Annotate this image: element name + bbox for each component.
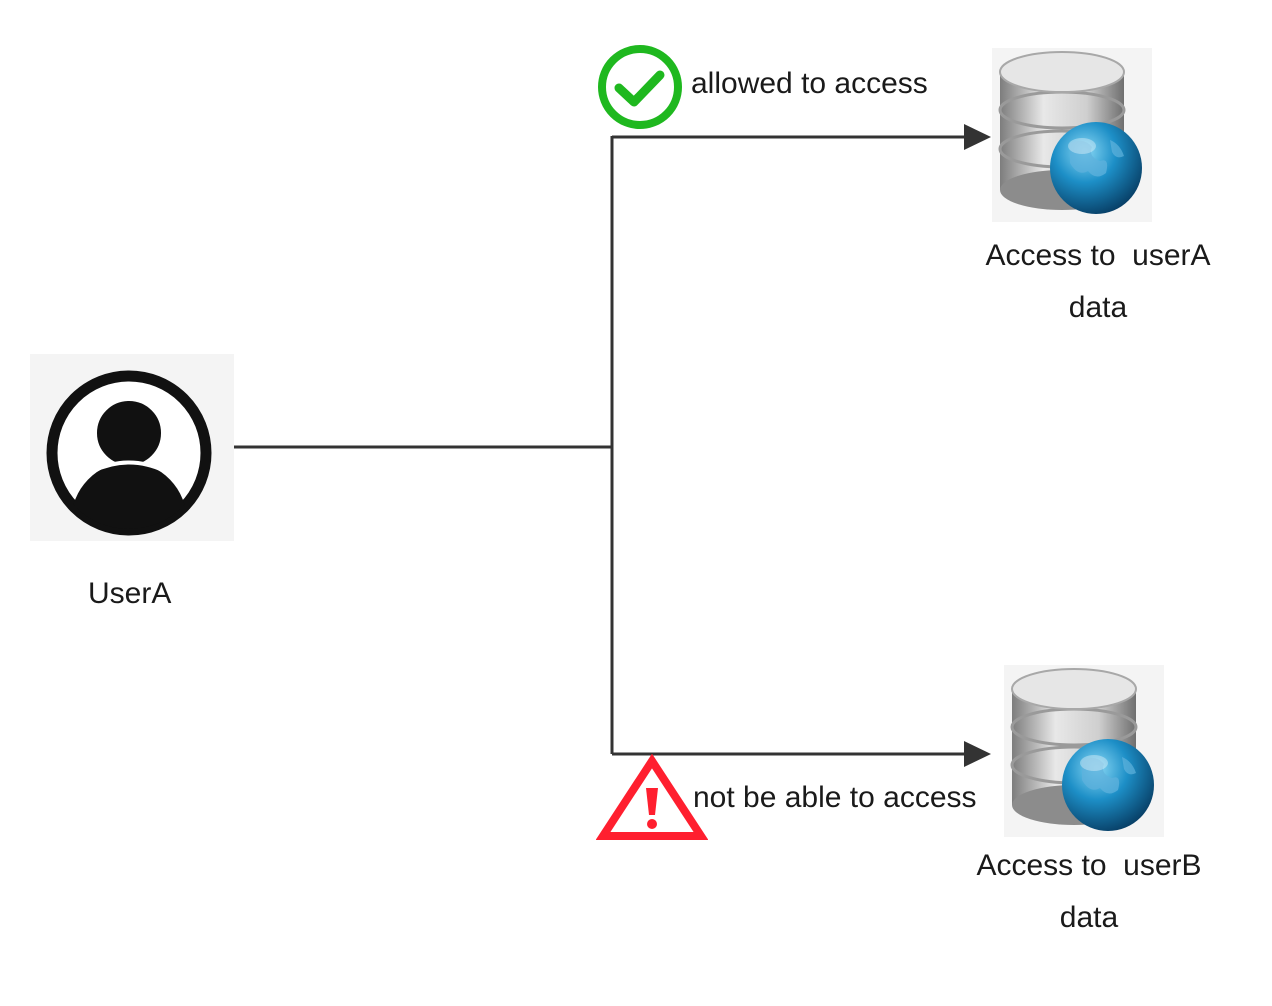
- userA-caption-line1: Access to userA: [985, 239, 1211, 272]
- allowed-arrowhead: [964, 124, 991, 150]
- database-globe-icon: [1010, 668, 1154, 831]
- database-globe-icon: [998, 51, 1142, 214]
- allowed-access-label: allowed to access: [691, 67, 928, 100]
- check-circle-icon: [598, 45, 682, 129]
- user-avatar-icon: [46, 370, 212, 536]
- userA-caption-line2: data: [1068, 291, 1128, 324]
- denied-arrowhead: [964, 741, 991, 767]
- userA-database-node: [992, 48, 1152, 222]
- warning-triangle-icon: [596, 754, 708, 840]
- denied-access-label: not be able to access: [693, 781, 977, 814]
- userB-database-node: [1004, 665, 1164, 837]
- userB-data-caption: Access to userB data: [949, 840, 1229, 944]
- userB-caption-line2: data: [1059, 901, 1119, 934]
- user-name-label: UserA: [88, 577, 172, 610]
- userA-data-caption: Access to userA data: [958, 230, 1238, 334]
- user-node: [30, 354, 234, 541]
- userB-caption-line1: Access to userB: [976, 849, 1202, 882]
